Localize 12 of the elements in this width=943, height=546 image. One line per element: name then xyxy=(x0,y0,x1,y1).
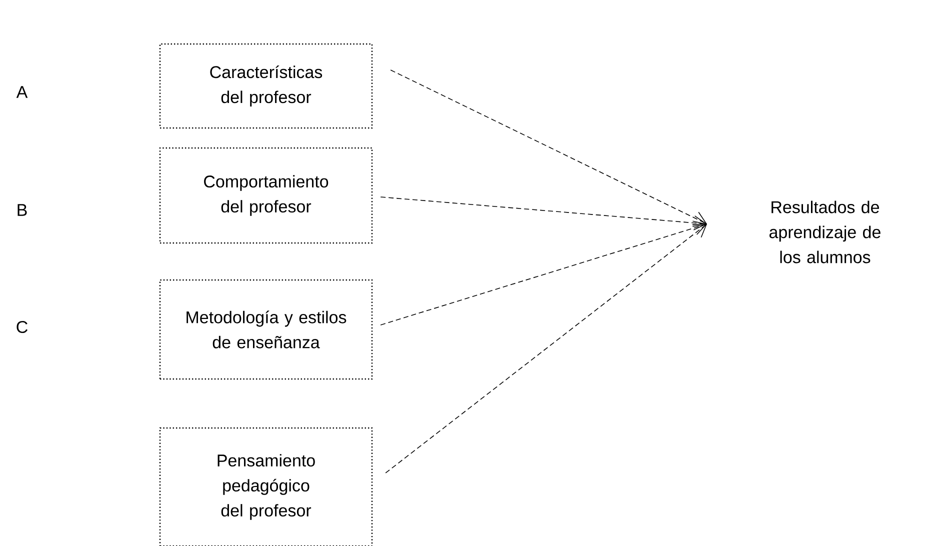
dotted-box: Pensamiento pedagógico del profesor xyxy=(159,427,373,546)
row-letter: A xyxy=(16,86,28,98)
dotted-box: Metodología y estilos de enseñanza xyxy=(159,279,373,380)
arrow xyxy=(380,196,707,230)
dotted-box: Comportamiento del profesor xyxy=(159,147,373,244)
row-letter: C xyxy=(16,320,28,334)
arrow xyxy=(380,220,707,326)
arrow xyxy=(390,70,707,226)
dotted-box: Características del profesor xyxy=(159,43,373,129)
result-text: Resultados de aprendizaje de los alumnos xyxy=(769,200,880,264)
row-letter: B xyxy=(18,204,27,216)
arrow xyxy=(385,224,707,474)
